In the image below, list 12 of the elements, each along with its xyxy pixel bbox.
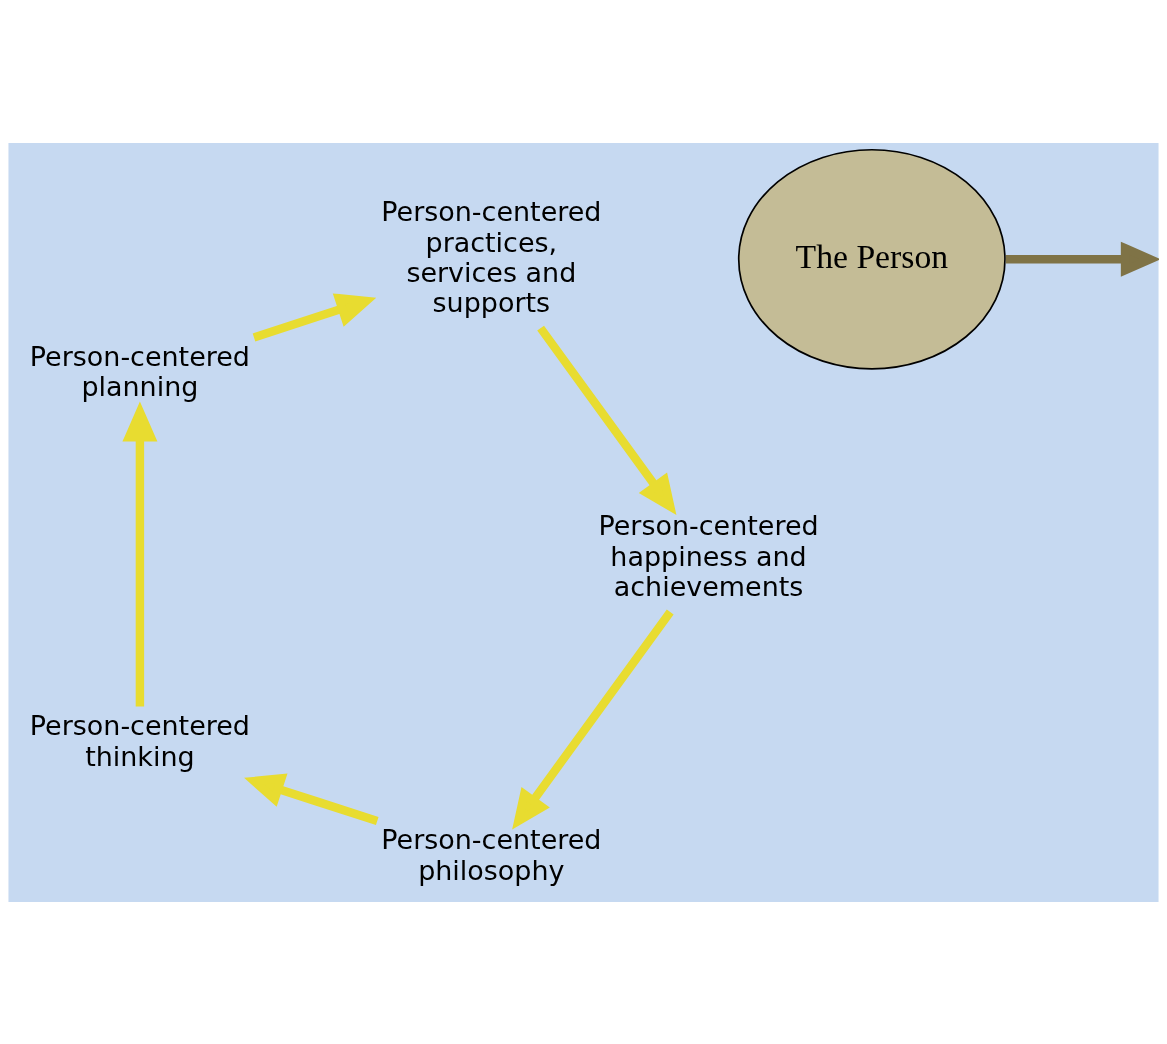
arrow (512, 609, 674, 830)
node-ellipse: The Person (737, 148, 1006, 370)
arrow (1005, 241, 1159, 277)
arrow (537, 325, 677, 515)
node-text: Person-centered happiness and achievements (598, 509, 819, 602)
arrow (122, 401, 158, 707)
node-text: Person-centered thinking (29, 709, 250, 772)
arrow (252, 292, 377, 341)
arrow (244, 773, 379, 825)
node-text: Person-centered practices, services and supports (381, 195, 602, 318)
node-text: Person-centered planning (29, 340, 250, 402)
node-text: Person-centered philosophy (381, 823, 602, 886)
